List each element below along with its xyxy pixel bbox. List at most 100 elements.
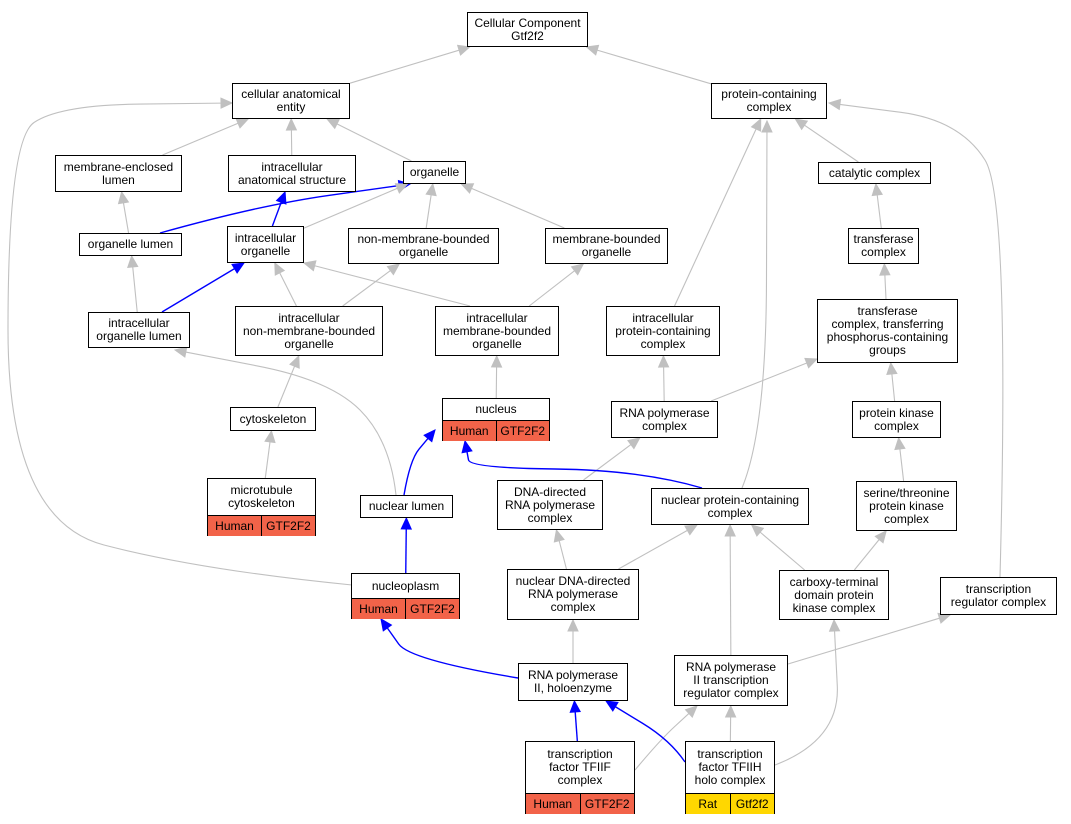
go-term-intracellular-protein-containing-complex[interactable]: intracellular protein-containing complex [606,306,720,356]
edge-intracellular-nmb-organelle-to-non-membrane-bounded-organelle [342,270,391,307]
arrowhead [750,524,765,537]
species-cell: Human [352,599,405,619]
arrowhead [275,190,287,205]
species-cell: Human [208,516,261,536]
go-term-rna-polymerase-complex[interactable]: RNA polymerase complex [611,401,718,438]
edge-intracellular-nmb-organelle-to-intracellular-organelle [279,272,297,307]
arrowhead [894,436,906,451]
go-term-nuclear-lumen[interactable]: nuclear lumen [360,495,453,518]
arrowhead [761,119,773,133]
gene-cell: GTF2F2 [261,516,315,536]
arrowhead [264,429,276,444]
go-term-intracellular-organelle[interactable]: intracellular organelle [227,226,304,263]
arrowhead [461,439,473,454]
edge-membrane-bounded-organelle-to-organelle [471,187,565,229]
edge-nuclear-protein-containing-complex-to-nucleus [466,451,703,489]
arrowhead [724,704,737,718]
edge-protein-containing-complex-to-cellular-component [596,49,712,85]
go-term-rna-polymerase-ii-transcription-regulator-complex[interactable]: RNA polymerase II transcription regulato… [674,655,788,706]
go-term-label: nucleoplasm [352,574,459,599]
arrowhead [302,260,317,272]
edge-membrane-enclosed-lumen-to-cellular-anatomical-entity [162,122,239,156]
arrowhead [553,528,565,543]
go-term-intracellular-anatomical-structure[interactable]: intracellular anatomical structure [228,155,356,192]
edge-rna-polymerase-complex-to-transferase-complex-phospho [710,362,807,402]
arrowhead [724,523,736,537]
edge-rna-polymerase-ii-holoenzyme-to-nucleoplasm [386,627,519,679]
go-term-nuclear-dna-directed-rna-polymerase-complex[interactable]: nuclear DNA-directed RNA polymerase comp… [507,569,639,620]
edge-protein-kinase-complex-to-transferase-complex-phospho [891,373,896,402]
go-term-cellular-component[interactable]: Cellular Component Gtf2f2 [467,12,588,47]
arrowhead [289,354,300,369]
species-cell: Human [526,794,580,814]
arrowhead [874,530,887,544]
arrowhead [173,346,188,358]
go-term-intracellular-mb-organelle[interactable]: intracellular membrane-bounded organelle [435,306,559,356]
edge-intracellular-organelle-lumen-to-organelle-lumen [132,266,138,313]
arrowhead [326,118,340,130]
go-term-transferase-complex-phospho[interactable]: transferase complex, transferring phosph… [817,299,958,363]
go-term-label: transcription factor TFIIF complex [526,742,634,794]
go-term-label: transcription factor TFIIH holo complex [686,742,774,794]
species-cell: Rat [686,794,730,814]
go-term-organelle-lumen[interactable]: organelle lumen [79,233,182,256]
arrowhead [423,429,436,443]
go-term-carboxy-terminal-domain-protein-kinase-complex[interactable]: carboxy-terminal domain protein kinase c… [779,570,889,620]
edge-carboxy-terminal-domain-protein-kinase-complex-to-nuclear-protein-containing-complex [759,531,805,571]
go-term-membrane-enclosed-lumen[interactable]: membrane-enclosed lumen [55,155,182,192]
go-term-serine-threonine-protein-kinase-complex[interactable]: serine/threonine protein kinase complex [856,481,957,531]
edge-organelle-lumen-to-membrane-enclosed-lumen [122,202,130,234]
go-term-cytoskeleton[interactable]: cytoskeleton [230,407,316,431]
arrowhead [604,700,619,712]
edge-serine-threonine-protein-kinase-complex-to-protein-kinase-complex [899,448,905,482]
edge-transcription-regulator-complex-to-protein-containing-complex [839,103,1004,578]
edge-dna-directed-rna-polymerase-complex-to-rna-polymerase-complex [583,444,632,481]
edge-carboxy-terminal-domain-protein-kinase-complex-to-serine-threonine-protein-kinase-complex [853,539,880,571]
arrowhead [879,262,891,276]
edge-transcription-factor-tfiih-holo-complex-to-carboxy-terminal-domain-protein-kinase-complex [774,630,838,766]
go-term-rna-polymerase-ii-holoenzyme[interactable]: RNA polymerase II, holoenzyme [518,663,628,701]
go-term-transcription-regulator-complex[interactable]: transcription regulator complex [940,577,1057,615]
edge-nuclear-dna-directed-rna-polymerase-complex-to-dna-directed-rna-polymerase-complex [558,540,567,570]
edge-cellular-anatomical-entity-to-cellular-component [349,49,460,84]
go-term-dna-directed-rna-polymerase-complex[interactable]: DNA-directed RNA polymerase complex [497,480,603,530]
edge-rna-polymerase-complex-to-intracellular-protein-containing-complex [663,366,665,402]
go-term-cellular-anatomical-entity[interactable]: cellular anatomical entity [232,83,350,119]
edge-catalytic-complex-to-protein-containing-complex [804,124,859,163]
edge-intracellular-mb-organelle-to-intracellular-organelle [314,265,471,307]
go-term-transferase-complex[interactable]: transferase complex [848,228,919,264]
edge-transcription-factor-tfiih-holo-complex-to-rna-polymerase-ii-holoenzyme [615,706,686,763]
arrowhead [274,261,286,276]
edge-transferase-complex-phospho-to-transferase-complex [884,274,887,300]
go-term-intracellular-nmb-organelle[interactable]: intracellular non-membrane-bounded organ… [235,306,383,356]
go-term-non-membrane-bounded-organelle[interactable]: non-membrane-bounded organelle [348,228,499,264]
go-term-membrane-bounded-organelle[interactable]: membrane-bounded organelle [545,228,668,264]
edge-intracellular-organelle-lumen-to-intracellular-organelle [161,268,235,313]
go-term-intracellular-organelle-lumen[interactable]: intracellular organelle lumen [88,312,190,348]
arrowhead [828,618,841,632]
go-term-nuclear-protein-containing-complex[interactable]: nuclear protein-containing complex [651,488,809,525]
arrowhead [684,524,699,536]
edge-non-membrane-bounded-organelle-to-organelle [425,194,432,229]
edge-cytoskeleton-to-intracellular-nmb-organelle [277,365,296,408]
arrowhead [117,190,130,205]
go-term-protein-containing-complex[interactable]: protein-containing complex [711,83,827,119]
edge-intracellular-protein-containing-complex-to-protein-containing-complex [674,128,757,307]
edge-intracellular-organelle-to-organelle [303,187,398,229]
go-term-organelle[interactable]: organelle [403,161,466,184]
arrowhead [627,437,641,450]
go-term-protein-kinase-complex[interactable]: protein kinase complex [852,401,941,438]
edge-organelle-to-cellular-anatomical-entity [336,123,412,162]
arrowhead [804,357,819,369]
go-term-catalytic-complex[interactable]: catalytic complex [818,162,931,184]
